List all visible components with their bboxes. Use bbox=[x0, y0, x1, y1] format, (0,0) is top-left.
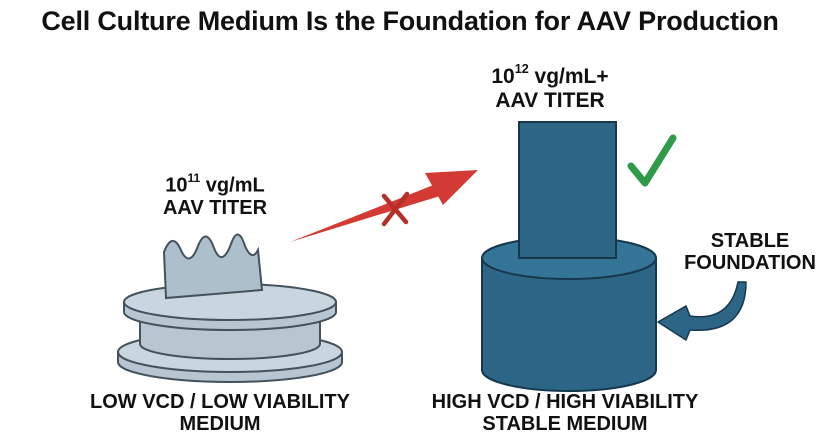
check-mark-icon bbox=[627, 134, 677, 187]
high-viability-stack bbox=[481, 121, 657, 392]
high-titer-value: 1012 vg/mL+ bbox=[491, 62, 609, 88]
low-titer-label: 1011 vg/mL AAV TITER bbox=[120, 171, 310, 220]
page-title: Cell Culture Medium Is the Foundation fo… bbox=[41, 6, 779, 36]
low-titer-value: 1011 vg/mL bbox=[165, 171, 265, 197]
high-titer-text: AAV TITER bbox=[495, 88, 605, 112]
cross-mark-icon bbox=[381, 191, 410, 227]
red-arrow-head bbox=[425, 170, 478, 205]
red-arrow-shaft bbox=[290, 184, 440, 242]
high-foundation-cylinder bbox=[481, 257, 657, 392]
failed-transition-arrow bbox=[290, 170, 478, 242]
low-jagged-block bbox=[162, 233, 264, 300]
low-titer-text: AAV TITER bbox=[162, 197, 268, 220]
high-medium-caption: HIGH VCD / HIGH VIABILITY STABLE MEDIUM bbox=[431, 391, 699, 436]
curved-arrow-icon bbox=[657, 281, 747, 341]
high-titer-label: 1012 vg/mL+ AAV TITER bbox=[440, 62, 660, 112]
low-viability-stack bbox=[117, 233, 343, 383]
low-medium-caption: LOW VCD / LOW VIABILITY MEDIUM bbox=[90, 391, 350, 436]
stable-foundation-label: STABLE FOUNDATION bbox=[684, 230, 816, 275]
high-titer-block bbox=[518, 121, 617, 259]
